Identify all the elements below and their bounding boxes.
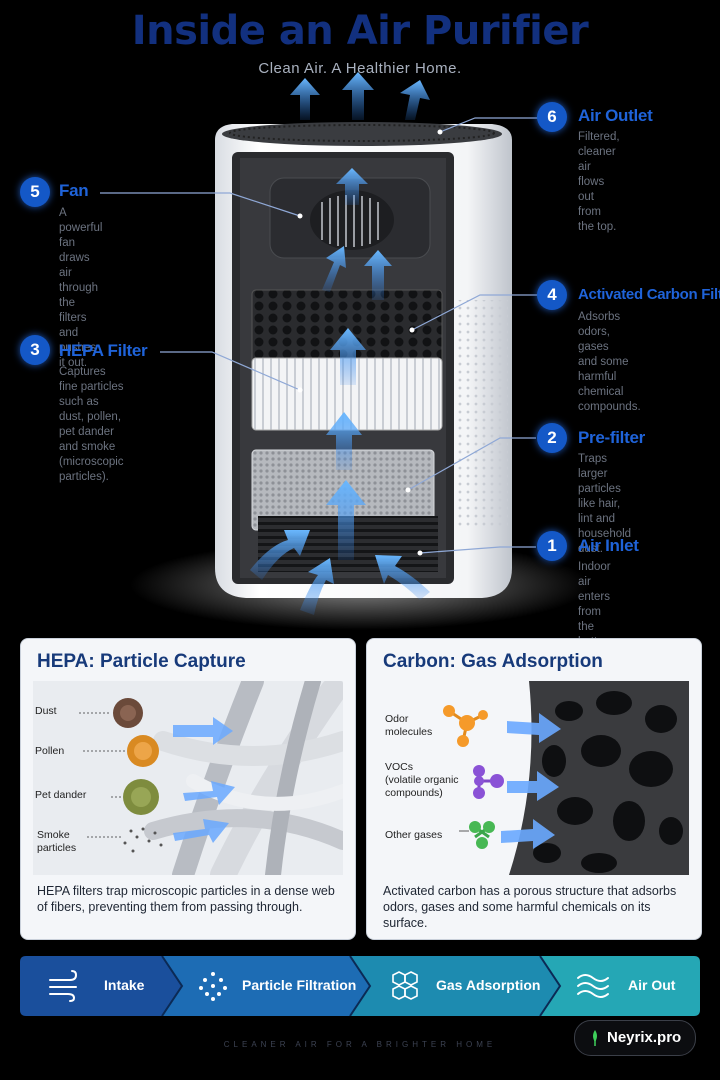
- particle-label: Pet dander: [35, 789, 87, 801]
- gas-label: Odor molecules: [385, 713, 433, 738]
- callout-desc: Captures fine particles such as dust, po…: [59, 366, 124, 483]
- process-step-air-out: Air Out: [560, 956, 700, 1016]
- gas-label: Other gases: [385, 829, 443, 841]
- hepa-fiber-illustration: [33, 681, 343, 875]
- card-title: HEPA: Particle Capture: [37, 651, 246, 672]
- page-title: Inside an Air Purifier: [131, 8, 589, 54]
- process-chevron: [162, 956, 370, 1016]
- callout-leaders: [100, 117, 538, 554]
- card-description: Activated carbon has a porous structure …: [383, 884, 677, 930]
- hexagon-icon: [392, 971, 418, 1000]
- callout-title: Air Outlet: [578, 106, 653, 125]
- fan-blades: [321, 195, 379, 247]
- callout-number: 3: [20, 335, 50, 365]
- process-flow: Intake Particle Filtration Gas Adsorptio…: [20, 956, 700, 1016]
- callout-desc: Adsorbs odors, gases and some harmful ch…: [578, 311, 641, 413]
- waves-icon: [577, 974, 609, 998]
- gas-label: VOCs (volatile organic compounds): [385, 761, 459, 799]
- callout-number: 5: [20, 177, 50, 207]
- brand-badge[interactable]: Neyrix.pro: [574, 1020, 696, 1056]
- particle-label: Smoke particles: [37, 829, 77, 854]
- process-step-gas-adsorption: Gas Adsorption: [370, 956, 560, 1016]
- step-label: Particle Filtration: [242, 977, 357, 993]
- callout-title: Pre-filter: [578, 428, 645, 447]
- callout-desc: Filtered, cleaner air flows out from the…: [578, 131, 620, 233]
- process-step-intake: Intake: [20, 956, 180, 1016]
- process-chevron: [350, 956, 560, 1016]
- callout-desc: Traps larger particles like hair, lint a…: [578, 453, 632, 555]
- callout-title: Fan: [59, 181, 89, 200]
- step-label: Intake: [104, 977, 145, 993]
- brand-name: Neyrix.pro: [607, 1029, 682, 1046]
- particle-label: Pollen: [35, 745, 65, 757]
- process-step-particle-filtration: Particle Filtration: [182, 956, 370, 1016]
- hepa-card: HEPA: Particle Capture: [20, 638, 356, 940]
- callout-number: 1: [537, 531, 567, 561]
- footer-tagline: CLEANER AIR FOR A BRIGHTER HOME: [223, 1040, 497, 1049]
- card-title: Carbon: Gas Adsorption: [383, 651, 603, 672]
- carbon-card: Carbon: Gas Adsorption: [366, 638, 702, 940]
- process-chevron: [540, 956, 700, 1016]
- step-label: Gas Adsorption: [436, 977, 541, 993]
- process-chevrons: [20, 956, 700, 1016]
- card-description: HEPA filters trap microscopic particles …: [37, 884, 335, 914]
- process-chevron: [20, 956, 182, 1016]
- page-subtitle: Clean Air. A Healthier Home.: [258, 60, 462, 77]
- callout-number: 4: [537, 280, 567, 310]
- callout-title: Activated Carbon Filter: [578, 286, 720, 303]
- callout-desc: Indoor air enters from the bottom.: [578, 561, 616, 648]
- leaf-icon: [593, 1030, 597, 1046]
- callout-number: 6: [537, 102, 567, 132]
- wind-icon: [49, 970, 78, 1002]
- callout-number: 2: [537, 423, 567, 453]
- purifier-diagram: [100, 72, 590, 630]
- callout-title: Air Inlet: [578, 536, 639, 555]
- carbon-pore-illustration: [379, 681, 689, 875]
- particles-icon: [199, 972, 227, 1001]
- top-grille: [222, 122, 502, 146]
- callout-desc: A powerful fan draws air through the fil…: [59, 207, 103, 369]
- step-label: Air Out: [628, 977, 676, 993]
- airflow-arrows: [250, 72, 430, 615]
- molecule-icons: [443, 705, 504, 849]
- callout-title: HEPA Filter: [59, 341, 148, 360]
- side-perforation: [458, 300, 508, 530]
- particle-label: Dust: [35, 705, 57, 717]
- particle-icons: [113, 698, 159, 815]
